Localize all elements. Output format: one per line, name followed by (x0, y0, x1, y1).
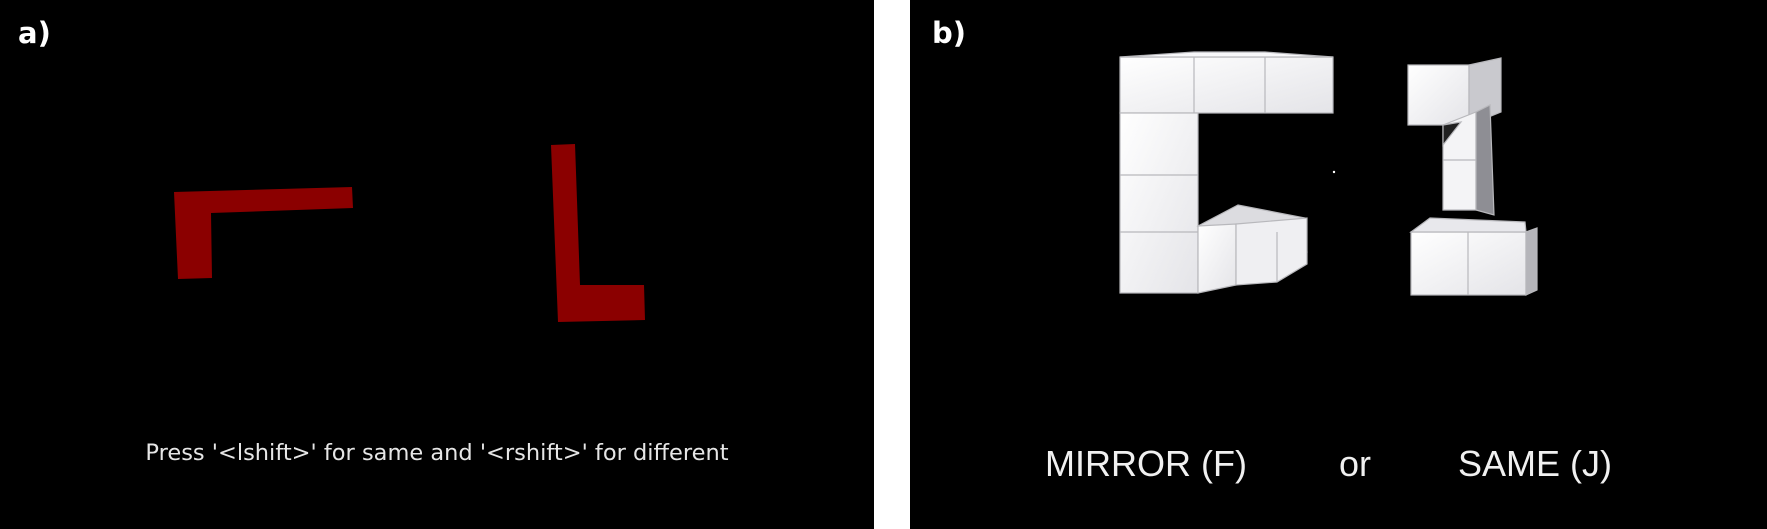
panel-b: b) (910, 0, 1767, 529)
or-separator-label: or (1339, 443, 1372, 484)
response-instruction: Press '<lshift>' for same and '<rshift>'… (145, 440, 729, 466)
left-3d-cube-figure (1119, 51, 1334, 294)
right-l-shape (551, 144, 645, 322)
right-3d-cube-figure (1332, 57, 1538, 296)
panel-a-label: a) (18, 16, 51, 50)
left-l-shape (174, 187, 353, 279)
same-option-label: SAME (J) (1458, 443, 1613, 484)
panel-b-stimuli (1119, 51, 1538, 296)
panel-a: a) Press '<lshift>' for same and '<rshif… (0, 0, 874, 529)
mirror-option-label: MIRROR (F) (1045, 443, 1247, 484)
panel-b-label: b) (932, 16, 967, 50)
panel-a-stimuli (174, 144, 645, 322)
